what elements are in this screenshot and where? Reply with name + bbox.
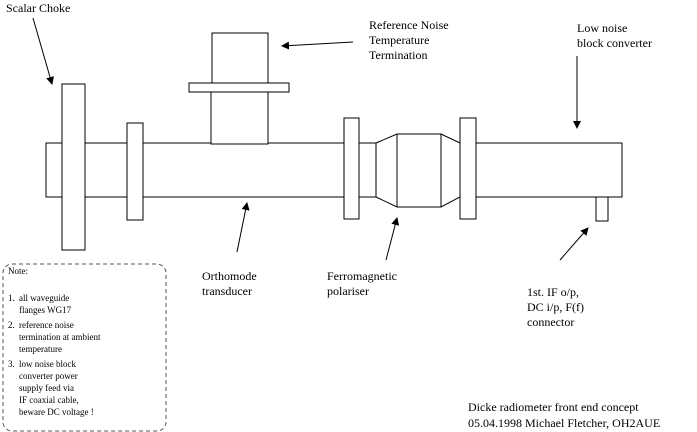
arrow-scalar-choke [32,17,54,85]
orthomode-line-2: transducer [202,284,252,298]
lnb-line-2: block converter [577,36,652,50]
orthomode-line-1: Orthomode [202,269,257,283]
flange-2 [343,117,360,220]
note-item-3-line-5: beware DC voltage ! [19,407,94,417]
if-connector-line-3: connector [527,315,574,329]
note-item-2-number: 2. [8,320,15,330]
note-item-2-line-3: temperature [19,344,62,354]
footer-date-author: 05.04.1998 Michael Fletcher, OH2AUE [468,416,660,430]
lnb-label: Low noise block converter [577,21,652,50]
note-title: Note: [8,266,28,276]
note-item-1-number: 1. [8,293,15,303]
orthomode-label: Orthomode transducer [202,269,260,298]
note-item-3-line-2: converter power [19,371,78,381]
note-item-3: 3. low noise block converter power suppl… [8,359,94,417]
arrow-if-connector [559,227,589,261]
flange-1 [126,122,144,221]
waveguide-back-stub [45,142,63,198]
reference-noise-line-2: Temperature [369,33,429,47]
note-item-1-line-1: all waveguide [19,293,69,303]
scalar-choke-label: Scalar Choke [6,1,70,15]
note-item-1: 1. all waveguide flanges WG17 [8,293,72,315]
note-box [2,263,167,432]
polariser-line-2: polariser [327,284,369,298]
note-item-2-line-2: termination at ambient [19,332,101,342]
note-item-2-line-1: reference noise [19,320,74,330]
arrow-orthomode [236,202,250,253]
arrow-polariser [385,217,400,261]
reference-noise-line-1: Reference Noise [369,18,449,32]
note-item-1-line-2: flanges WG17 [19,305,72,315]
if-connector-line-2: DC i/p, F(f) [527,300,584,314]
flange-3 [459,117,477,220]
ferromagnetic-polariser [375,133,461,208]
note-item-3-number: 3. [8,359,15,369]
polariser-label: Ferromagnetic polariser [327,269,400,298]
note-item-3-line-4: IF coaxial cable, [19,395,79,405]
reference-noise-label: Reference Noise Temperature Termination [369,18,452,62]
footer-title: Dicke radiometer front end concept [468,400,639,414]
note-item-2: 2. reference noise termination at ambien… [8,320,103,354]
termination-flange [188,82,290,93]
note-item-3-line-3: supply feed via [19,383,74,393]
reference-noise-line-3: Termination [369,48,427,62]
if-connector-line-1: 1st. IF o/p, [527,285,579,299]
note-item-3-line-1: low noise block [19,359,76,369]
polariser-line-1: Ferromagnetic [327,269,397,283]
arrow-reference-noise [281,41,354,50]
termination-body [211,32,269,93]
lnb-line-1: Low noise [577,21,627,35]
if-connector [595,196,609,222]
scalar-choke [61,83,86,251]
termination-arm [210,91,269,145]
if-connector-label: 1st. IF o/p, DC i/p, F(f) connector [527,285,587,329]
